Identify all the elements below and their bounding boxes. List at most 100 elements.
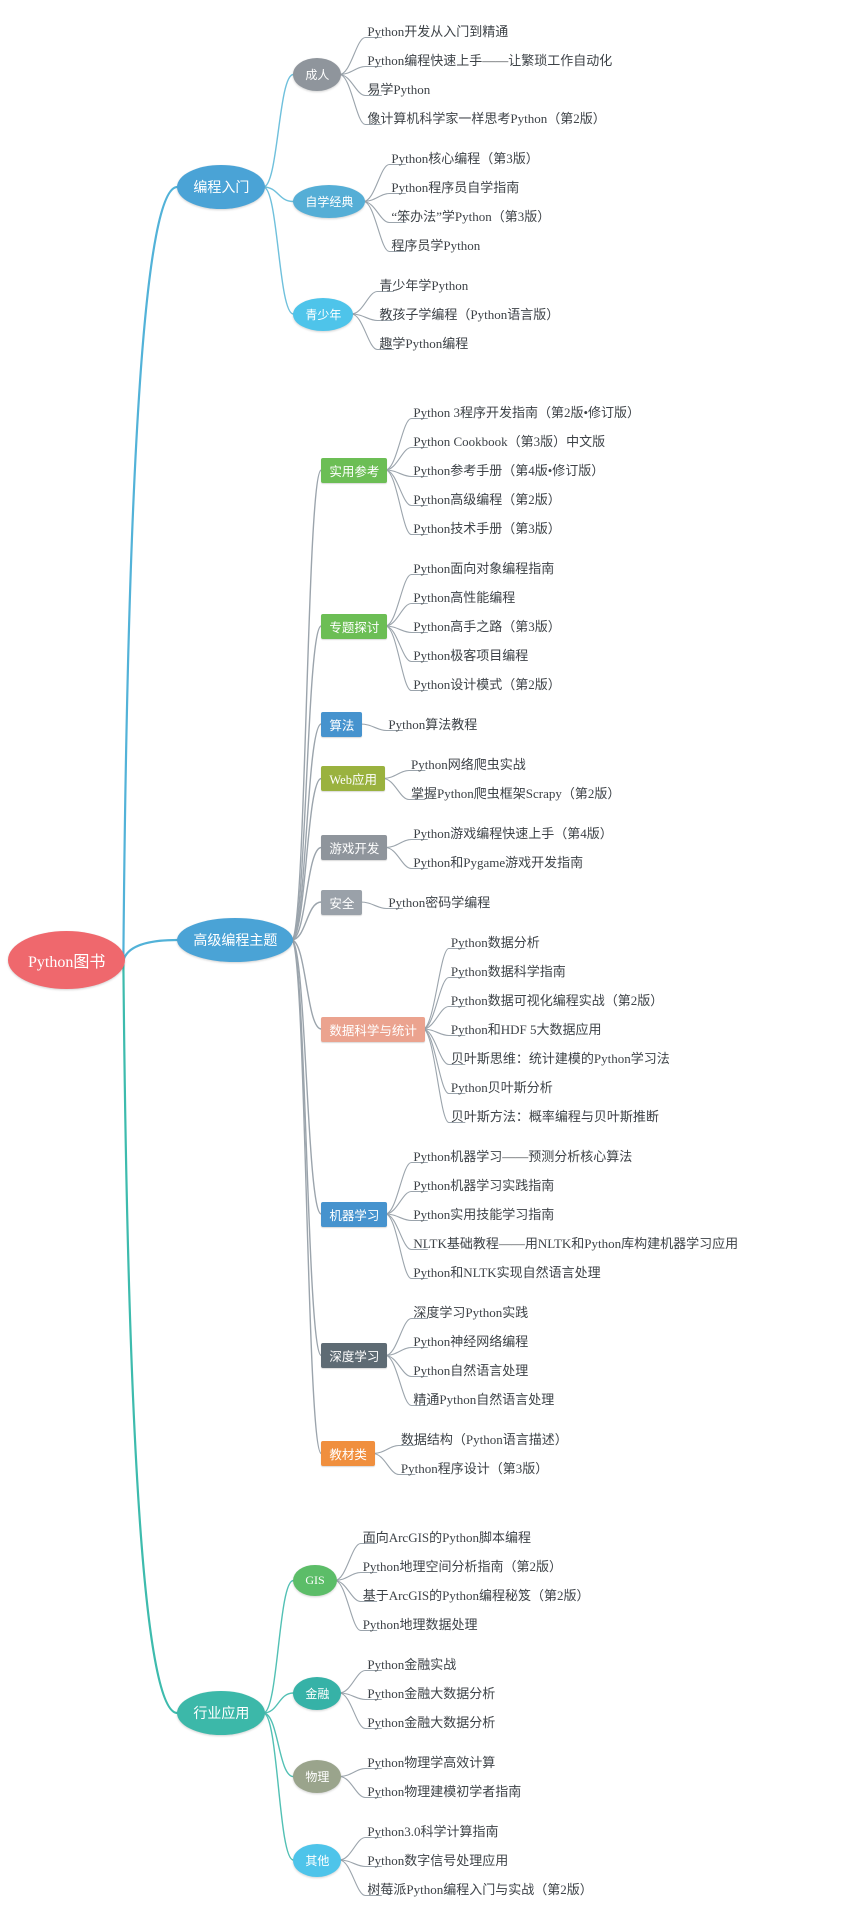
book-item[interactable]: Python极客项目编程: [413, 647, 529, 663]
book-item[interactable]: Python高性能编程: [413, 589, 516, 605]
tree-row: Web应用 Python网络爬虫实战掌握Python爬虫框架Scrapy（第2版）: [321, 750, 738, 808]
category-node[interactable]: 青少年: [293, 297, 354, 331]
book-item[interactable]: Python面向对象编程指南: [413, 560, 555, 576]
book-item[interactable]: Python地理空间分析指南（第2版）: [362, 1558, 563, 1574]
category-node[interactable]: 其他: [293, 1843, 342, 1877]
category-node[interactable]: 成人: [293, 58, 342, 91]
book-item[interactable]: Python密码学编程: [388, 894, 491, 910]
book-item[interactable]: Python程序员自学指南: [391, 179, 520, 195]
root-node[interactable]: Python图书: [8, 931, 126, 989]
tree-row: 像计算机科学家一样思考Python（第2版）: [367, 104, 612, 133]
book-item[interactable]: Python和HDF 5大数据应用: [450, 1021, 602, 1037]
tree-row: GIS 面向ArcGIS的Python脚本编程 Python地理空间分析指南（第2版…: [293, 1523, 592, 1639]
book-item[interactable]: Python机器学习实践指南: [413, 1177, 555, 1193]
book-item[interactable]: 掌握Python爬虫框架Scrapy（第2版）: [410, 785, 621, 801]
book-item[interactable]: Python程序设计（第3版）: [400, 1460, 549, 1476]
book-item[interactable]: 深度学习Python实践: [413, 1304, 529, 1320]
book-item[interactable]: Python数字信号处理应用: [367, 1852, 509, 1868]
book-item[interactable]: “笨办法”学Python（第3版）: [391, 208, 551, 224]
book-item[interactable]: Python和Pygame游戏开发指南: [413, 854, 584, 870]
tree-row: Python实用技能学习指南: [413, 1200, 738, 1229]
category-node[interactable]: GIS: [293, 1565, 337, 1596]
tree-row: 贝叶斯思维：统计建模的Python学习法: [451, 1044, 670, 1073]
book-item[interactable]: 贝叶斯方法：概率编程与贝叶斯推断: [450, 1108, 659, 1124]
book-item[interactable]: 易学Python: [367, 81, 431, 97]
category-node[interactable]: 自学经典: [293, 185, 366, 218]
category-node[interactable]: Web应用: [321, 766, 385, 791]
tree-row: Python机器学习实践指南: [413, 1171, 738, 1200]
category-node[interactable]: 物理: [293, 1760, 342, 1793]
book-item[interactable]: Python Cookbook（第3版）中文版: [413, 433, 606, 449]
category-node[interactable]: 安全: [321, 889, 363, 915]
book-item[interactable]: Python网络爬虫实战: [410, 756, 526, 772]
book-item[interactable]: Python 3程序开发指南（第2版•修订版）: [413, 404, 641, 420]
book-item[interactable]: 像计算机科学家一样思考Python（第2版）: [367, 110, 606, 126]
book-item[interactable]: Python算法教程: [388, 716, 478, 732]
book-item[interactable]: Python地理数据处理: [362, 1616, 478, 1632]
tree-row: Python游戏编程快速上手（第4版）: [413, 819, 612, 848]
book-item[interactable]: 面向ArcGIS的Python脚本编程: [362, 1529, 531, 1545]
book-item[interactable]: NLTK基础教程——用NLTK和Python库构建机器学习应用: [413, 1235, 739, 1251]
tree-row: 教材类 数据结构（Python语言描述） Python程序设计（第3版）: [321, 1425, 738, 1483]
book-item[interactable]: Python开发从入门到精通: [367, 23, 509, 39]
book-item[interactable]: Python贝叶斯分析: [450, 1079, 553, 1095]
book-item[interactable]: Python和NLTK实现自然语言处理: [413, 1264, 601, 1280]
book-item[interactable]: 趣学Python编程: [379, 335, 469, 351]
tree-row: Python参考手册（第4版•修订版）: [413, 456, 640, 485]
book-item[interactable]: Python金融大数据分析: [367, 1685, 496, 1701]
book-item[interactable]: Python机器学习——预测分析核心算法: [413, 1148, 633, 1164]
tree-row: 青少年学Python: [379, 271, 559, 300]
category-node[interactable]: 专题探讨: [321, 613, 388, 639]
book-item[interactable]: Python参考手册（第4版•修订版）: [413, 462, 605, 478]
children-group: 成人 Python开发从入门到精通 Python编程快速上手——让繁琐工作自动化易学…: [293, 17, 612, 358]
book-item[interactable]: Python数据可视化编程实战（第2版）: [450, 992, 664, 1008]
tree-row: Python图书 编程入门 成人 Python开发从入门到精通 Python编程快速上手…: [8, 17, 738, 1904]
book-item[interactable]: 青少年学Python: [379, 277, 469, 293]
book-item[interactable]: 程序员学Python: [391, 237, 481, 253]
branch-node[interactable]: 高级编程主题: [177, 918, 294, 962]
book-item[interactable]: Python核心编程（第3版）: [391, 150, 539, 166]
book-item[interactable]: 树莓派Python编程入门与实战（第2版）: [367, 1881, 593, 1897]
book-item[interactable]: Python金融大数据分析: [367, 1714, 496, 1730]
tree-row: Python贝叶斯分析: [451, 1073, 670, 1102]
book-item[interactable]: 贝叶斯思维：统计建模的Python学习法: [450, 1050, 670, 1066]
tree-row: “笨办法”学Python（第3版）: [391, 202, 550, 231]
tree-row: Python数据可视化编程实战（第2版）: [451, 986, 670, 1015]
category-node[interactable]: 机器学习: [321, 1201, 388, 1227]
tree-row: 成人 Python开发从入门到精通 Python编程快速上手——让繁琐工作自动化易学…: [293, 17, 612, 133]
book-item[interactable]: Python技术手册（第3版）: [413, 520, 561, 536]
book-item[interactable]: 精通Python自然语言处理: [413, 1391, 555, 1407]
book-item[interactable]: Python自然语言处理: [413, 1362, 529, 1378]
tree-row: 掌握Python爬虫框架Scrapy（第2版）: [411, 779, 620, 808]
book-item[interactable]: 数据结构（Python语言描述）: [400, 1431, 568, 1447]
book-item[interactable]: Python3.0科学计算指南: [367, 1823, 499, 1839]
book-item[interactable]: Python游戏编程快速上手（第4版）: [413, 825, 613, 841]
book-item[interactable]: 教孩子学编程（Python语言版）: [379, 306, 560, 322]
category-node[interactable]: 深度学习: [321, 1343, 388, 1368]
tree-row: Python数字信号处理应用: [367, 1846, 592, 1875]
book-item[interactable]: Python金融实战: [367, 1656, 457, 1672]
tree-row: Python物理建模初学者指南: [367, 1777, 521, 1806]
category-node[interactable]: 金融: [293, 1676, 342, 1710]
book-item[interactable]: Python数据科学指南: [450, 963, 566, 979]
tree-row: 教孩子学编程（Python语言版）: [379, 300, 559, 329]
children-group: Python物理学高效计算 Python物理建模初学者指南: [367, 1748, 521, 1806]
book-item[interactable]: Python数据分析: [450, 934, 540, 950]
branch-node[interactable]: 编程入门: [177, 165, 266, 209]
tree-row: Python数据分析: [451, 928, 670, 957]
category-node[interactable]: 游戏开发: [321, 835, 388, 860]
category-node[interactable]: 数据科学与统计: [321, 1016, 425, 1042]
category-node[interactable]: 算法: [321, 711, 363, 737]
book-item[interactable]: 基于ArcGIS的Python编程秘笈（第2版）: [362, 1587, 590, 1603]
book-item[interactable]: Python神经网络编程: [413, 1333, 529, 1349]
book-item[interactable]: Python高级编程（第2版）: [413, 491, 561, 507]
category-node[interactable]: 实用参考: [321, 457, 388, 483]
book-item[interactable]: Python物理建模初学者指南: [367, 1783, 522, 1799]
branch-node[interactable]: 行业应用: [177, 1691, 266, 1735]
book-item[interactable]: Python实用技能学习指南: [413, 1206, 555, 1222]
book-item[interactable]: Python编程快速上手——让繁琐工作自动化: [367, 52, 613, 68]
category-node[interactable]: 教材类: [321, 1441, 375, 1466]
book-item[interactable]: Python物理学高效计算: [367, 1754, 496, 1770]
book-item[interactable]: Python高手之路（第3版）: [413, 618, 561, 634]
book-item[interactable]: Python设计模式（第2版）: [413, 676, 561, 692]
